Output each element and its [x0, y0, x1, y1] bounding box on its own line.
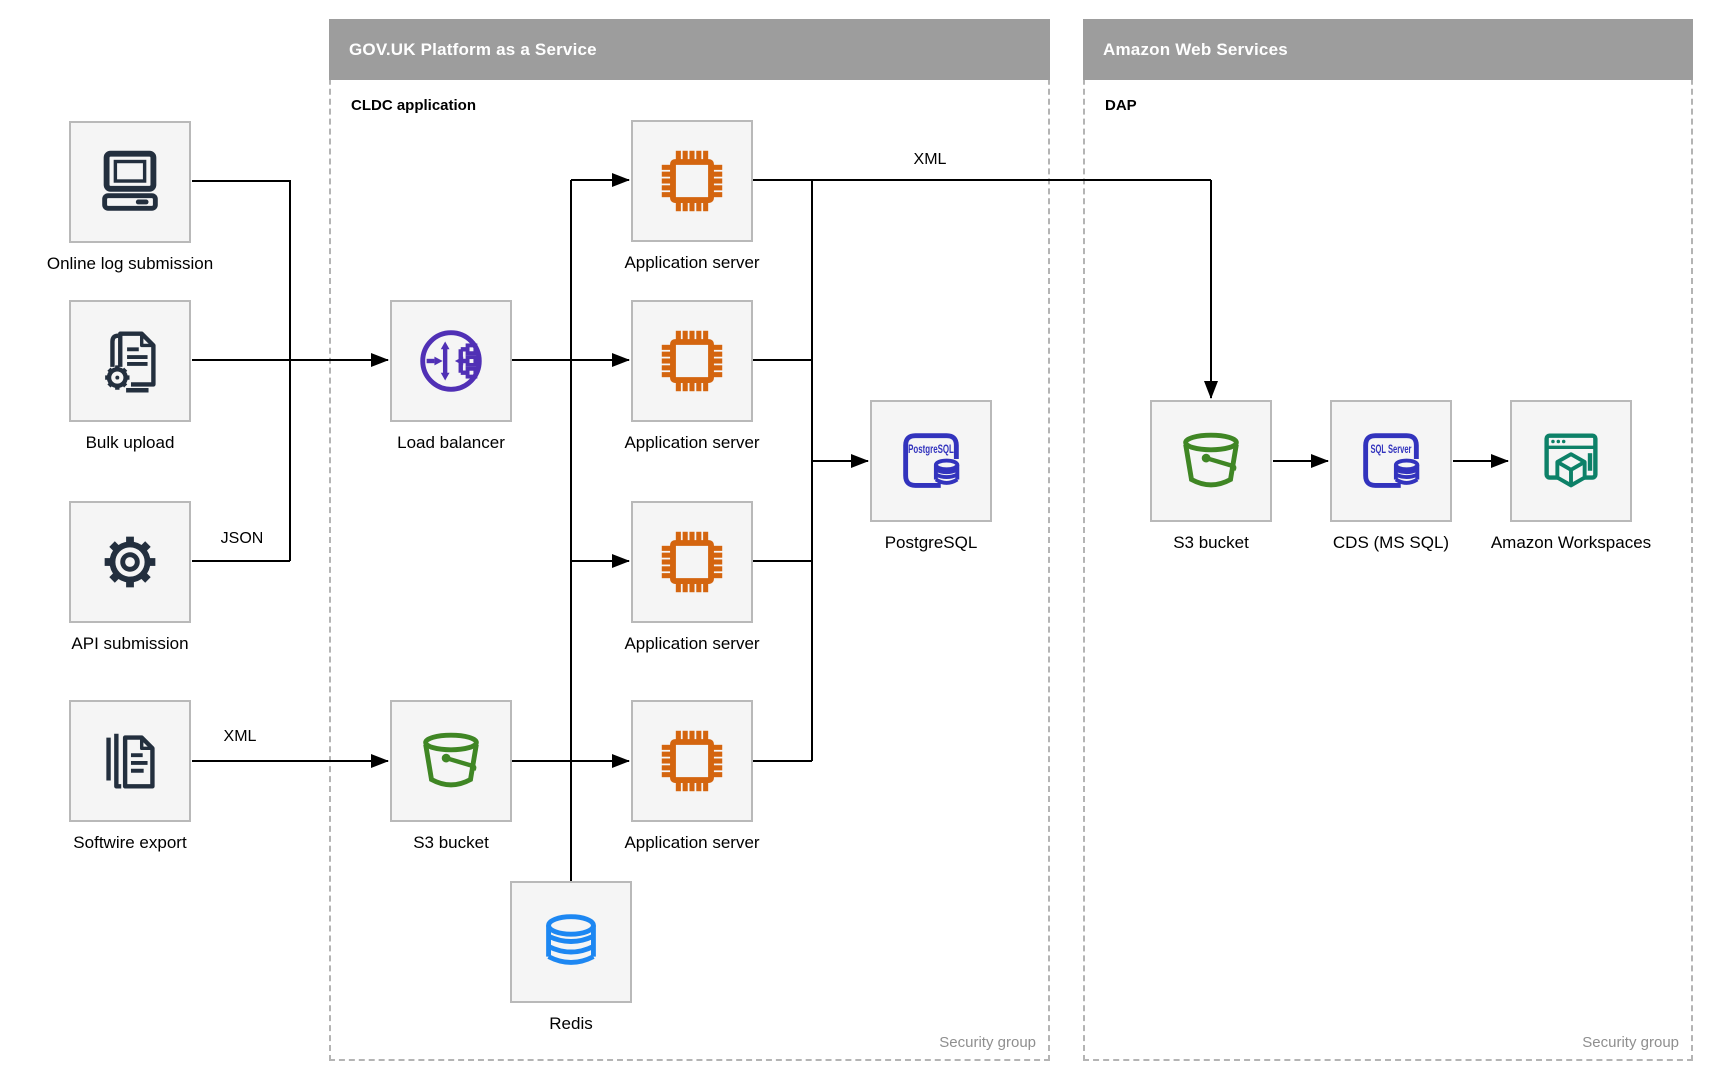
sql-server-db-icon: SQL Server [1352, 422, 1430, 500]
container-govuk-paas-sublabel: CLDC application [351, 97, 477, 114]
load-balancer-icon [412, 322, 490, 400]
node-bulk-upload [69, 300, 191, 422]
node-redis-label: Redis [549, 1014, 593, 1033]
node-cds-ms-sql-label: CDS (MS SQL) [1332, 533, 1450, 552]
node-app-server-2-label: Application server [624, 433, 760, 452]
svg-text:PostgreSQL: PostgreSQL [908, 442, 954, 456]
node-online-log-submission-label: Online log submission [46, 254, 214, 273]
node-s3-bucket-aws-label: S3 bucket [1173, 533, 1249, 552]
container-aws: Amazon Web Services DAP Security group [1083, 19, 1693, 1061]
node-cds-ms-sql: SQL Server [1330, 400, 1452, 522]
cpu-chip-icon [653, 722, 731, 800]
node-postgresql: PostgreSQL [870, 400, 992, 522]
node-s3-bucket-paas [390, 700, 512, 822]
node-amazon-workspaces-label: Amazon Workspaces [1490, 533, 1652, 552]
node-softwire-export [69, 700, 191, 822]
node-api-submission-label: API submission [71, 634, 189, 653]
node-app-server-3 [631, 501, 753, 623]
node-app-server-1-label: Application server [624, 253, 760, 272]
document-gear-icon [91, 322, 169, 400]
container-govuk-paas-security-group-label: Security group [939, 1034, 1036, 1051]
container-govuk-paas-title: GOV.UK Platform as a Service [349, 39, 597, 59]
node-softwire-export-label: Softwire export [73, 833, 187, 852]
node-app-server-3-label: Application server [624, 634, 760, 653]
container-aws-sublabel: DAP [1105, 97, 1137, 114]
container-aws-header: Amazon Web Services [1083, 19, 1693, 80]
node-bulk-upload-label: Bulk upload [85, 433, 175, 452]
svg-text:SQL Server: SQL Server [1371, 442, 1412, 456]
edge-label-xml-softwire-s3: XML [223, 728, 257, 745]
node-amazon-workspaces [1510, 400, 1632, 522]
node-app-server-4-label: Application server [624, 833, 760, 852]
node-load-balancer-label: Load balancer [397, 433, 505, 452]
node-online-log-submission [69, 121, 191, 243]
node-redis [510, 881, 632, 1003]
workspaces-icon [1532, 422, 1610, 500]
node-app-server-4 [631, 700, 753, 822]
gear-icon [91, 523, 169, 601]
container-aws-security-group-label: Security group [1582, 1034, 1679, 1051]
node-s3-bucket-aws [1150, 400, 1272, 522]
database-cylinder-icon [532, 903, 610, 981]
postgresql-db-icon: PostgreSQL [892, 422, 970, 500]
cpu-chip-icon [653, 142, 731, 220]
node-load-balancer [390, 300, 512, 422]
node-postgresql-label: PostgreSQL [884, 533, 978, 552]
bucket-icon [412, 722, 490, 800]
computer-icon [91, 143, 169, 221]
node-app-server-2 [631, 300, 753, 422]
edge-label-json-api-merge: JSON [220, 530, 264, 547]
edge-online-log-to-merge [192, 180, 291, 561]
bucket-icon [1172, 422, 1250, 500]
documents-stack-icon [91, 722, 169, 800]
container-aws-title: Amazon Web Services [1103, 39, 1288, 59]
cpu-chip-icon [653, 523, 731, 601]
container-govuk-paas-header: GOV.UK Platform as a Service [329, 19, 1050, 80]
cpu-chip-icon [653, 322, 731, 400]
node-app-server-1 [631, 120, 753, 242]
node-s3-bucket-paas-label: S3 bucket [413, 833, 489, 852]
edge-label-xml-app-to-aws: XML [913, 151, 947, 168]
node-api-submission [69, 501, 191, 623]
